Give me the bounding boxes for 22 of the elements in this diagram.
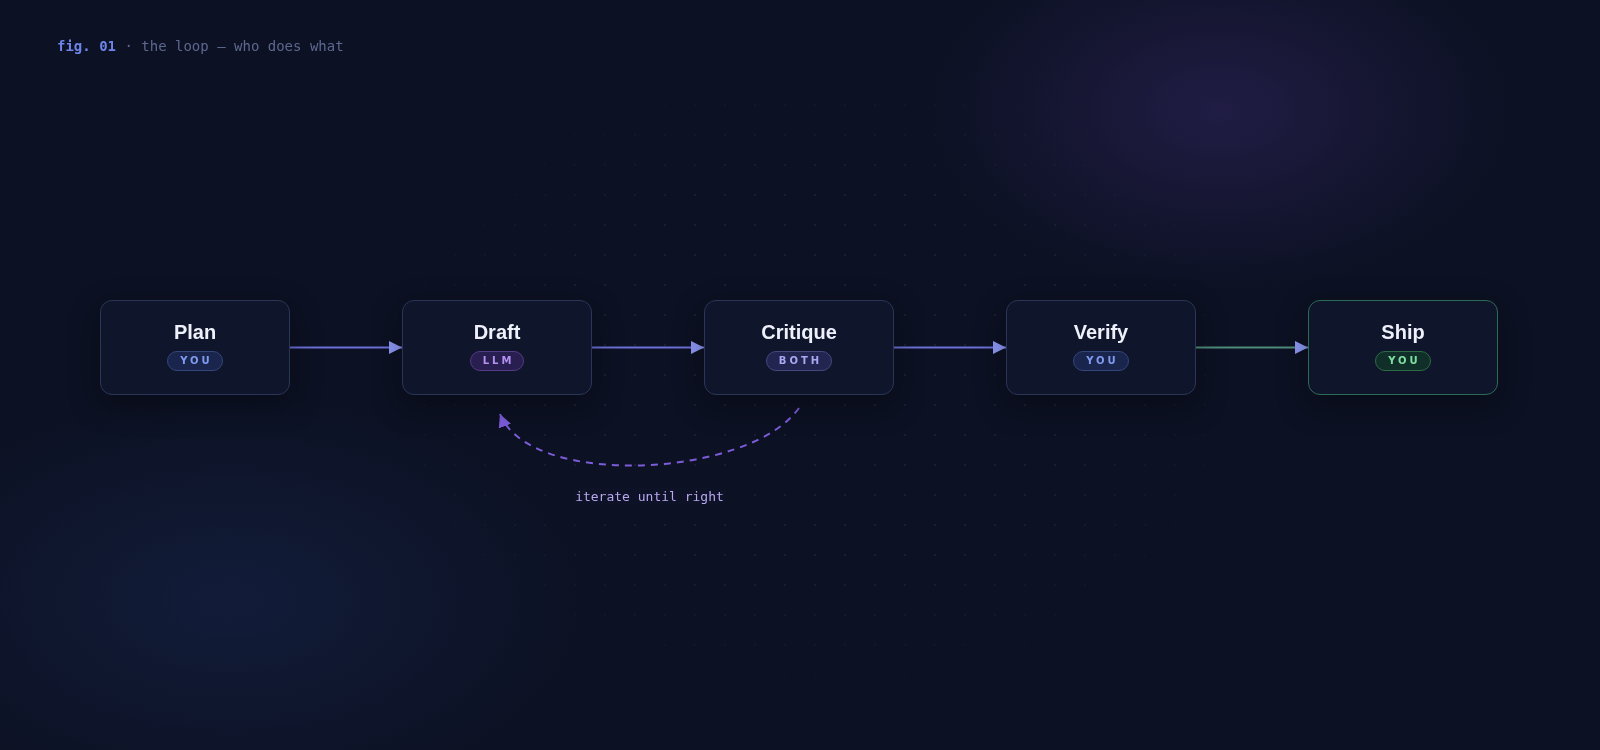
step-name: Draft <box>473 321 521 343</box>
step-box <box>1308 300 1498 395</box>
role-tag: YOU <box>1375 351 1431 371</box>
step-name: Plan <box>173 321 217 343</box>
step-box <box>402 300 592 395</box>
arrow <box>591 341 705 354</box>
role-tag: BOTH <box>765 351 833 371</box>
step-box <box>704 300 894 395</box>
arrow <box>893 341 1007 354</box>
role-tag: YOU <box>167 351 223 371</box>
role-tag: LLM <box>469 351 525 371</box>
step-name: Verify <box>1073 321 1129 343</box>
arrow <box>499 407 800 467</box>
figure-title: fig. 01 · the loop — who does what <box>57 38 344 54</box>
role-tag: YOU <box>1073 351 1129 371</box>
arrow <box>1195 341 1309 354</box>
step-name: Critique <box>761 321 837 343</box>
step-box <box>100 300 290 395</box>
arrow <box>289 341 403 354</box>
step-name: Ship <box>1381 321 1425 343</box>
step-box <box>1006 300 1196 395</box>
edge-label: iterate until right <box>572 488 727 505</box>
